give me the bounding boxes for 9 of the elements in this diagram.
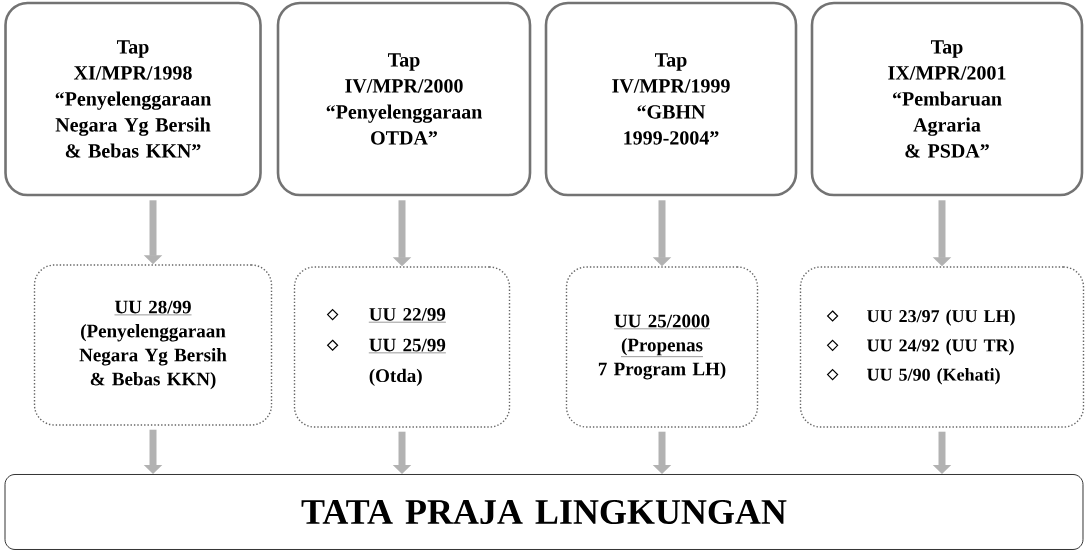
tap-box: Tap XI/MPR/1998 “Penyelenggaraan Negara Yg Bersih & Bebas KKN” bbox=[4, 1, 262, 197]
law-box: UU 22/99 UU 25/99 (Otda) bbox=[293, 266, 511, 428]
tap-box: Tap IV/MPR/2000 “Penyelenggaraan OTDA” bbox=[276, 1, 532, 197]
law-box: UU 25/2000 (Propenas 7 Program LH) bbox=[565, 266, 759, 428]
tap-box: Tap IX/MPR/2001 “Pembaruan Agraria & PSDA” bbox=[810, 1, 1084, 197]
tap-box: Tap IV/MPR/1999 “GBHN 1999-2004” bbox=[544, 1, 798, 197]
law-box: UU 28/99 (Penyelenggaraan Negara Yg Bersih & Bebas KKN) bbox=[33, 264, 273, 426]
law-box: UU 23/97 (UU LH) UU 24/92 (UU TR) UU 5/90 (Kehati) bbox=[799, 266, 1085, 428]
outcome-box: TATA PRAJA LINGKUNGAN bbox=[4, 474, 1084, 550]
